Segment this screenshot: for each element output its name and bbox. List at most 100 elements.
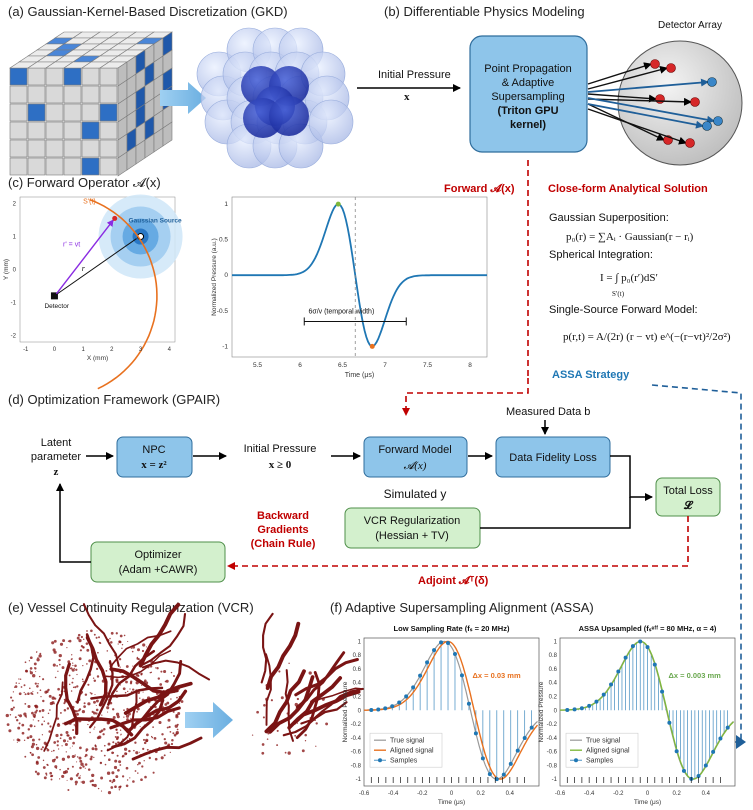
vessel-speck: [169, 731, 172, 733]
vessel-speck: [262, 716, 265, 719]
vessel-speck: [133, 749, 135, 752]
vessel-speck: [65, 730, 69, 735]
vessel-speck: [121, 755, 124, 758]
vessel-speck: [29, 656, 33, 660]
vessel-speck: [266, 738, 269, 740]
vessel-speck: [58, 658, 61, 662]
vessel-speck: [56, 744, 59, 747]
vessel-speck: [137, 657, 140, 661]
vessel-speck: [179, 702, 181, 705]
spherical-label: Spherical Integration:: [549, 249, 653, 261]
vessel-speck: [51, 641, 55, 645]
vessel-speck: [98, 636, 100, 639]
vessel-speck: [58, 778, 61, 780]
vessel-speck: [78, 657, 82, 661]
vessel-speck: [136, 648, 141, 652]
vessel-speck: [143, 760, 145, 762]
vessel-speck: [82, 638, 85, 641]
vessel-speck: [110, 631, 114, 635]
vessel-speck: [175, 713, 179, 717]
vessel-speck: [118, 785, 122, 789]
vessel-speck: [144, 775, 147, 779]
tick-label: 0.5: [219, 237, 228, 244]
kernel-line-5: kernel): [510, 119, 546, 131]
vessel-speck: [33, 662, 37, 666]
vessel-speck: [112, 708, 115, 711]
voxel: [27, 85, 46, 104]
vessel-speck: [142, 747, 145, 751]
vessel-speck: [33, 725, 36, 728]
vessel-branch: [138, 602, 181, 668]
vessel-speck: [53, 650, 57, 654]
vessel-speck: [68, 639, 72, 643]
vessel-speck: [49, 771, 53, 775]
vessel-speck: [79, 766, 82, 770]
kernel-sphere: [308, 99, 354, 145]
vessel-speck: [100, 761, 102, 764]
vessel-speck: [59, 642, 64, 646]
vessel-speck: [114, 742, 118, 745]
vessel-speck: [23, 712, 27, 716]
voxel: [63, 67, 82, 86]
vessel-speck: [115, 678, 119, 682]
vessel-speck: [46, 748, 50, 752]
sample-dot: [404, 694, 409, 699]
vessel-speck: [95, 708, 99, 712]
vessel-speck: [49, 725, 52, 728]
vessel-speck: [106, 650, 109, 652]
vessel-speck: [125, 766, 129, 770]
vessel-speck: [91, 783, 93, 785]
voxel-side: [162, 121, 173, 147]
vessel-speck: [18, 714, 23, 718]
voxel: [9, 67, 28, 86]
detector-red: [685, 138, 695, 148]
vessel-speck: [34, 682, 37, 685]
vessel-speck: [21, 731, 25, 735]
vessel-speck: [51, 750, 53, 753]
voxel: [9, 121, 28, 140]
voxel: [63, 103, 82, 122]
plot-frame: [231, 196, 488, 358]
x-symbol: x: [404, 91, 410, 103]
vessel-speck: [29, 671, 33, 675]
vessel-speck: [118, 658, 122, 661]
vessel-regularized-volume: [251, 612, 379, 755]
vessel-speck: [278, 670, 281, 673]
tick-label: -0.6: [351, 750, 362, 756]
vessel-speck: [102, 733, 105, 736]
vessel-speck: [75, 668, 78, 671]
sample-dot: [652, 662, 657, 667]
panel-a-title: (a) Gaussian-Kernel-Based Discretization…: [8, 4, 288, 19]
dfl-label: Data Fidelity Loss: [509, 452, 597, 464]
vessel-branch: [111, 698, 165, 749]
vessel-speck: [73, 667, 75, 669]
vessel-speck: [71, 754, 75, 759]
vessel-speck: [74, 664, 77, 668]
vessel-speck: [29, 667, 33, 670]
vessel-speck: [145, 739, 149, 743]
vessel-speck: [93, 679, 97, 683]
vessel-speck: [294, 734, 297, 737]
vessel-branch: [90, 686, 164, 700]
vessel-speck: [13, 739, 15, 741]
vessel-speck: [72, 662, 74, 664]
vessel-speck: [81, 780, 86, 784]
voxel: [27, 139, 46, 158]
vessel-speck: [89, 731, 91, 734]
vessel-speck: [98, 735, 102, 739]
vessel-speck: [67, 789, 70, 791]
vessel-speck: [284, 751, 287, 754]
vessel-speck: [34, 667, 37, 670]
vessel-speck: [131, 650, 134, 653]
vessel-speck: [173, 733, 177, 737]
vessel-speck: [21, 723, 25, 727]
vessel-speck: [153, 737, 157, 740]
vessel-speck: [83, 705, 86, 708]
latent-line-1: Latent: [41, 437, 72, 449]
vessel-speck: [80, 762, 84, 766]
vessel-speck: [95, 704, 97, 707]
vessel-speck: [40, 748, 43, 751]
vessel-speck: [91, 779, 94, 783]
vessel-speck: [96, 675, 100, 678]
vessel-speck: [16, 719, 19, 722]
